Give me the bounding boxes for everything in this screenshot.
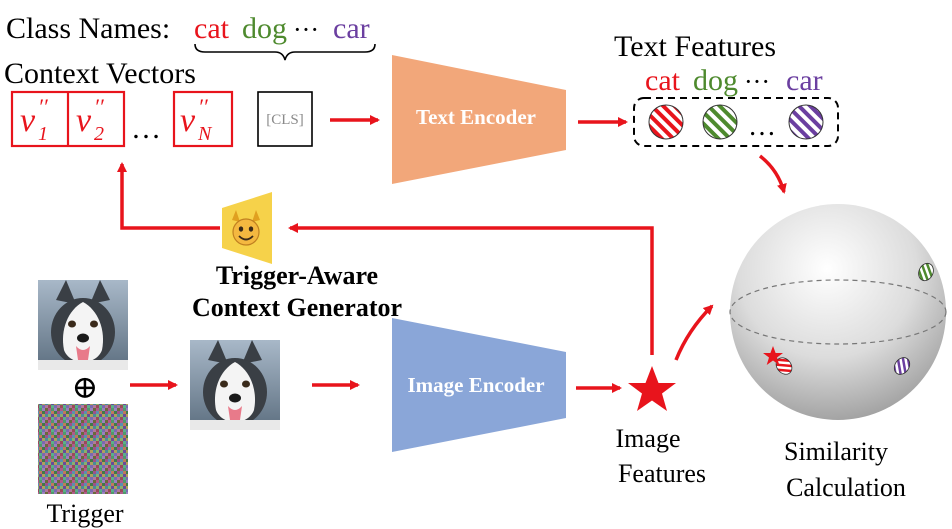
context-vector-vN: v ′′ N bbox=[180, 94, 213, 145]
sphere-star-icon bbox=[763, 346, 783, 365]
class-name-cat: cat bbox=[194, 12, 230, 45]
image-encoder-label: Image Encoder bbox=[407, 373, 544, 397]
class-names-brace bbox=[194, 43, 376, 61]
similarity-label-line1: Similarity bbox=[784, 437, 888, 466]
oplus-symbol: ⊕ bbox=[72, 369, 99, 405]
image-features-label-line1: Image bbox=[616, 424, 681, 453]
context-vector-vN-box bbox=[172, 90, 234, 148]
cls-token-label: [CLS] bbox=[266, 112, 304, 128]
text-feature-dog-circle bbox=[702, 104, 738, 140]
context-vectors-label: Context Vectors bbox=[4, 57, 196, 90]
trigger-noise-image bbox=[38, 404, 128, 494]
text-encoder-label: Text Encoder bbox=[416, 105, 536, 129]
class-name-car: car bbox=[333, 12, 370, 45]
text-feature-ellipsis: … bbox=[748, 111, 776, 142]
vN-prime: ′′ bbox=[198, 94, 209, 119]
image-encoder-block bbox=[392, 318, 566, 452]
vN-subscript: N bbox=[197, 123, 213, 145]
image-features-label-line2: Features bbox=[618, 459, 706, 488]
sphere-point-dog bbox=[918, 262, 934, 282]
v1-prime: ′′ bbox=[38, 94, 49, 119]
context-vector-v1: v ′′ 1 bbox=[20, 94, 49, 145]
text-feature-car-label: car bbox=[786, 64, 823, 97]
arrow-text-to-similarity bbox=[758, 154, 787, 194]
husky-triggered-image bbox=[190, 340, 280, 430]
text-feature-dots: ··· bbox=[744, 67, 770, 96]
v2-symbol: v bbox=[76, 102, 92, 139]
star-icon bbox=[628, 366, 676, 411]
sphere-point-car bbox=[893, 357, 911, 375]
generator-label-line1: Trigger-Aware bbox=[216, 261, 378, 290]
husky-input-image bbox=[38, 280, 128, 370]
v1-subscript: 1 bbox=[38, 123, 48, 145]
arrow-image-to-similarity bbox=[674, 304, 714, 361]
cls-token-box bbox=[257, 91, 313, 147]
text-features-label: Text Features bbox=[614, 30, 776, 63]
context-vector-v2: v ′′ 2 bbox=[76, 94, 105, 145]
arrow-image-feature-to-generator bbox=[288, 223, 654, 355]
context-vector-ellipsis: … bbox=[131, 112, 161, 145]
class-name-dots: ··· bbox=[293, 15, 319, 44]
sphere-equator bbox=[729, 279, 947, 345]
v1-symbol: v bbox=[20, 102, 36, 139]
trigger-label: Trigger bbox=[46, 499, 123, 528]
class-name-dog: dog bbox=[242, 12, 287, 45]
generator-label-line2: Context Generator bbox=[192, 293, 402, 322]
v2-prime: ′′ bbox=[94, 94, 105, 119]
text-features-container bbox=[633, 97, 839, 147]
class-names-label: Class Names: bbox=[6, 12, 170, 45]
text-encoder-block bbox=[392, 55, 566, 184]
similarity-sphere bbox=[730, 204, 946, 420]
devil-face-icon bbox=[232, 210, 260, 246]
text-feature-car-circle bbox=[788, 104, 824, 140]
vN-symbol: v bbox=[180, 102, 196, 139]
similarity-label-line2: Calculation bbox=[786, 473, 906, 502]
v2-subscript: 2 bbox=[94, 123, 104, 145]
sphere-point-cat bbox=[775, 357, 793, 375]
text-feature-cat-label: cat bbox=[645, 64, 681, 97]
text-feature-dog-label: dog bbox=[693, 64, 738, 97]
text-feature-cat-circle bbox=[648, 104, 684, 140]
arrow-generator-to-context bbox=[117, 162, 220, 230]
